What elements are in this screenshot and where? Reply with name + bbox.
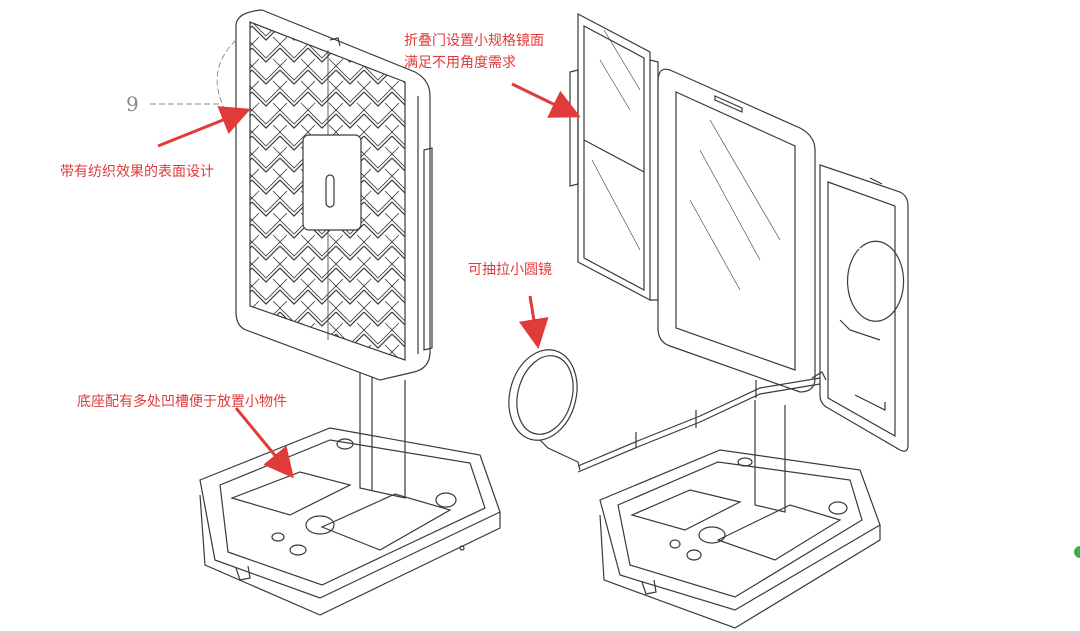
arrow-base <box>234 407 294 479</box>
label-folding-door-line2: 满足不用角度需求 <box>404 55 516 71</box>
label-folding-door-line1: 折叠门设置小规格镜面 <box>404 33 544 49</box>
label-folding-door: 折叠门设置小规格镜面 满足不用角度需求 <box>404 30 544 74</box>
arrow-mirror <box>518 295 549 349</box>
right-pole <box>754 400 786 513</box>
left-unit <box>150 9 501 616</box>
callout-number-9: 9 <box>126 92 139 116</box>
annotation-arrows <box>157 82 581 479</box>
bottom-divider <box>0 631 1080 633</box>
left-pole <box>359 372 406 499</box>
label-base-grooves: 底座配有多处凹槽便于放置小物件 <box>77 394 287 410</box>
left-base-tray <box>199 427 501 616</box>
label-pull-mirror: 可抽拉小圆镜 <box>468 262 552 278</box>
right-base-tray <box>599 449 881 629</box>
left-mirror-back <box>235 9 433 381</box>
left-folding-door <box>569 13 659 301</box>
right-folding-door <box>819 164 909 452</box>
center-mirror <box>657 68 816 393</box>
arrow-door <box>511 82 581 118</box>
pull-out-round-mirror <box>508 349 827 473</box>
arrow-fabric <box>157 106 251 148</box>
label-fabric-surface: 带有纺织效果的表面设计 <box>60 164 214 180</box>
right-unit <box>508 13 909 629</box>
edge-indicator-dot <box>1074 546 1080 558</box>
